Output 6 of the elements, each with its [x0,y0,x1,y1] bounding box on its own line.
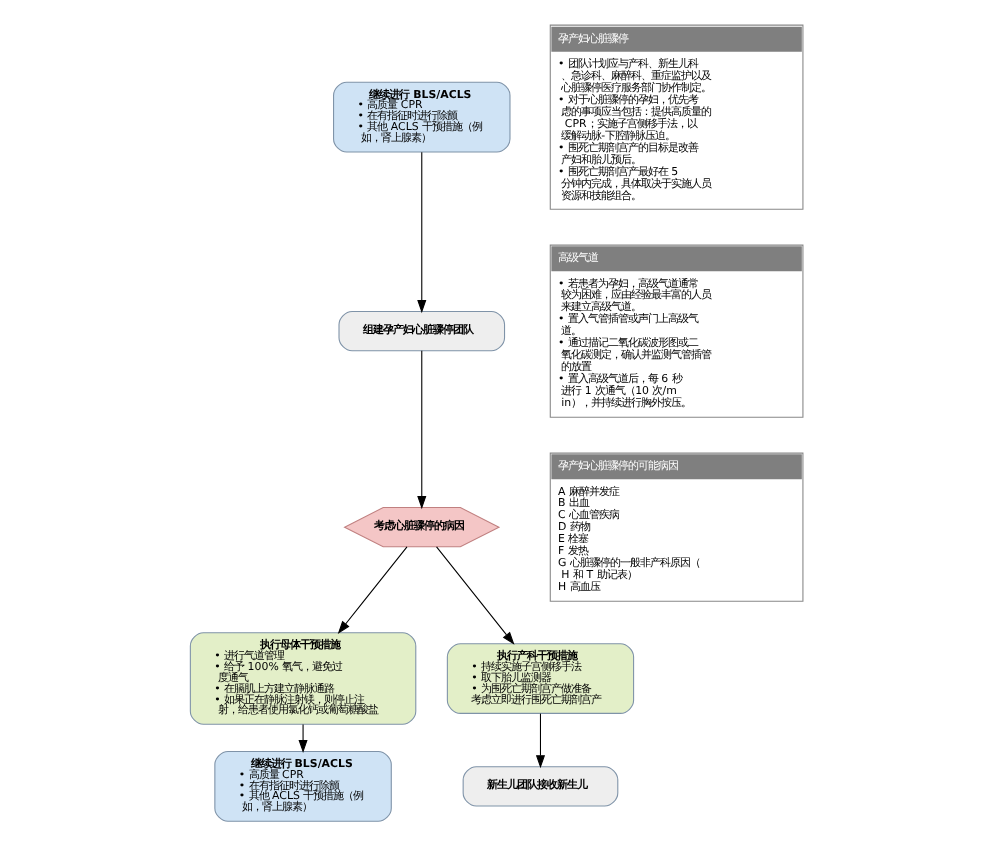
arrow [534,713,545,769]
arrow [435,546,514,645]
arrow [416,151,426,314]
arrow [297,723,307,753]
arrow [336,546,407,634]
arrow [416,350,426,510]
